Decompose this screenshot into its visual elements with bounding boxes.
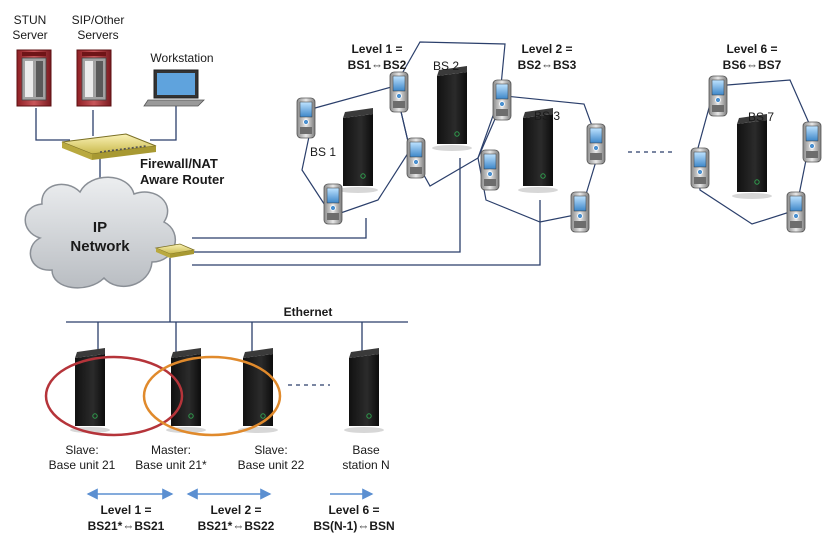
cloud-label-2: Network [70, 238, 130, 255]
stun-server: STUN Server [12, 13, 52, 107]
bottom-level1-line1: Level 1 = [100, 503, 151, 517]
bottom-level-labels: Level 1 = BS21*⇔BS21 Level 2 = BS21*⇔BS2… [88, 503, 395, 533]
basen-label-1: Base [352, 443, 380, 457]
connection-lines [35, 105, 672, 386]
handset [802, 121, 822, 163]
workstation: Workstation [143, 51, 214, 107]
basen-label-2: station N [342, 458, 389, 472]
base-station-bs1: BS 1 [310, 107, 379, 194]
switch-bs1-link [192, 218, 367, 239]
bs3-label: BS 3 [534, 109, 560, 123]
slave22-label-1: Slave: [254, 443, 287, 457]
bottom-level1-line2: BS21*⇔BS21 [88, 519, 165, 533]
bottom-level6-line1: Level 6 = [328, 503, 379, 517]
stun-link [35, 108, 70, 141]
stun-label-2: Server [12, 28, 47, 42]
coverage-ellipse-red [44, 355, 184, 437]
base-unit-slave21 [69, 347, 111, 434]
cell-level-labels: Level 1 = BS1⇔BS2 Level 2 = BS2⇔BS3 Leve… [348, 42, 782, 72]
workstation-link [150, 105, 177, 141]
slave21-label-2: Base unit 21 [49, 458, 116, 472]
bottom-level2-line2: BS21*⇔BS22 [198, 519, 275, 533]
router: Firewall/NAT Aware Router [61, 133, 224, 187]
ethernet-label: Ethernet [284, 305, 333, 319]
handset [389, 71, 409, 113]
sip-label-1: SIP/Other [72, 13, 125, 27]
handset [296, 97, 316, 139]
cell-level6-line2: BS6⇔BS7 [723, 58, 782, 72]
cell-bs3 [477, 95, 601, 223]
master-label-1: Master: [151, 443, 191, 457]
master-label-2: Base unit 21* [135, 458, 207, 472]
handset [480, 149, 500, 191]
bs7-label: BS 7 [748, 110, 774, 124]
cloud-label-1: IP [93, 219, 107, 236]
bs1-label: BS 1 [310, 145, 336, 159]
ip-network-cloud: IP Network [24, 176, 176, 289]
workstation-label: Workstation [150, 51, 213, 65]
handset [708, 75, 728, 117]
bottom-level6-line2: BS(N-1)⇔BSN [313, 519, 394, 533]
handset [690, 147, 710, 189]
handset [586, 123, 606, 165]
base-station-bs2: BS 2 [431, 59, 473, 152]
handset [492, 79, 512, 121]
base-station-bs3: BS 3 [517, 107, 560, 194]
handset [786, 191, 806, 233]
handset [406, 137, 426, 179]
bottom-unit-labels: Slave: Base unit 21 Master: Base unit 21… [49, 443, 390, 472]
router-label-1: Firewall/NAT [140, 156, 218, 171]
handset [323, 183, 343, 225]
switch-bs2-link [192, 158, 461, 253]
cell-level1-line1: Level 1 = [351, 42, 402, 56]
router-label-2: Aware Router [140, 172, 224, 187]
sip-label-2: Servers [77, 28, 118, 42]
slave21-label-1: Slave: [65, 443, 98, 457]
sip-server: SIP/Other Servers [72, 13, 125, 107]
bottom-level2-line1: Level 2 = [210, 503, 261, 517]
coverage-ellipse-orange [142, 355, 282, 437]
bottom-base-units [69, 347, 385, 434]
base-station-bs7: BS 7 [731, 110, 774, 200]
slave22-label-2: Base unit 22 [238, 458, 305, 472]
bs2-label: BS 2 [433, 59, 459, 73]
cell-level2-line1: Level 2 = [521, 42, 572, 56]
cell-level1-line2: BS1⇔BS2 [348, 58, 407, 72]
stun-label-1: STUN [14, 13, 47, 27]
cell-level2-line2: BS2⇔BS3 [518, 58, 577, 72]
handset [570, 191, 590, 233]
cell-level6-line1: Level 6 = [726, 42, 777, 56]
base-station-n [343, 347, 385, 434]
ethernet-switch [154, 243, 196, 258]
